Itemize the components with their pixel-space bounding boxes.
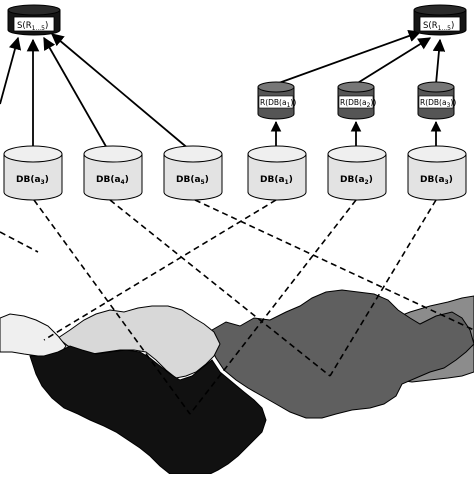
db-label: DB(a4): [96, 175, 129, 186]
db-cylinder-a3-left: DB(a3): [3, 145, 63, 201]
top-store-left-label: S(R1...5): [17, 21, 48, 32]
result-label: R(DB(a3)): [420, 98, 456, 109]
arrow-line: [43, 36, 109, 151]
result-cylinder-a2: R(DB(a2)): [337, 81, 376, 120]
db-cylinder-a3-right: DB(a3): [407, 145, 467, 201]
arrow-line: [355, 37, 432, 85]
top-store-left: S(R1...5): [7, 4, 61, 36]
dashed-link: [43, 199, 277, 341]
db-label: DB(a2): [340, 175, 373, 186]
db-cylinder-a1: DB(a1): [247, 145, 307, 201]
dashed-link: [109, 199, 331, 377]
dashed-link: [189, 199, 357, 415]
db-label: DB(a1): [260, 175, 293, 186]
result-cylinder-a1: R(DB(a1)): [257, 81, 296, 120]
arrow-line: [0, 36, 22, 105]
db-label: DB(a5): [176, 175, 209, 186]
db-cylinder-a4: DB(a4): [83, 145, 143, 201]
map-regions: [0, 289, 474, 475]
top-store-right-label: S(R1...5): [423, 21, 454, 32]
arrow-line: [275, 29, 422, 85]
dashed-link: [329, 199, 437, 377]
arrow-line: [51, 33, 191, 151]
db-cylinder-a2: DB(a2): [327, 145, 387, 201]
dashed-link: [33, 199, 191, 415]
result-cylinder-a3: R(DB(a3)): [417, 81, 456, 120]
db-label: DB(a3): [16, 175, 49, 186]
map-region-white: [0, 313, 67, 357]
result-label: R(DB(a1)): [260, 98, 296, 109]
right-store-arrows: [270, 29, 446, 150]
arrow-line: [432, 38, 446, 85]
map-region-light: [57, 305, 221, 379]
map-region-dark: [209, 289, 474, 419]
dashed-link: [0, 231, 39, 253]
db-label: DB(a3): [420, 175, 453, 186]
dashed-links: [0, 199, 474, 415]
top-store-right: S(R1...5): [413, 4, 467, 36]
left-store-arrows: [0, 33, 191, 151]
result-label: R(DB(a2)): [340, 98, 376, 109]
db-cylinder-a5: DB(a5): [163, 145, 223, 201]
map-region-black: [29, 345, 267, 475]
